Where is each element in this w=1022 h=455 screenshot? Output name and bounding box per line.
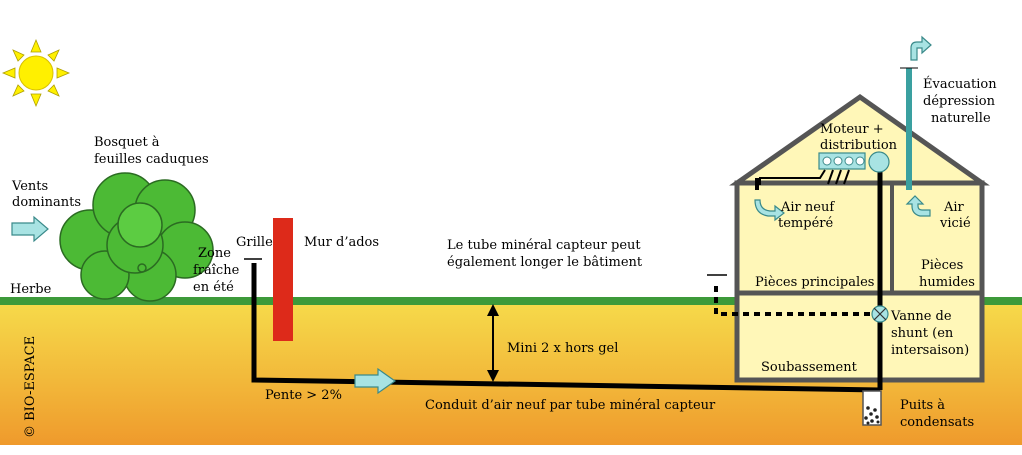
label-pente: Pente > 2% xyxy=(265,388,342,403)
label-moteur-2: distribution xyxy=(820,138,898,153)
label-soubassement: Soubassement xyxy=(761,360,858,375)
label-vanne-3: intersaison) xyxy=(891,343,969,358)
label-conduit: Conduit d’air neuf par tube minéral capt… xyxy=(425,398,716,413)
evac-arrow-icon xyxy=(910,35,932,61)
label-tube-2: également longer le bâtiment xyxy=(447,255,643,270)
air-neuf-arrow-icon xyxy=(754,199,785,222)
label-moteur: Moteur + xyxy=(820,122,884,137)
label-mini: Mini 2 x hors gel xyxy=(507,341,618,356)
label-herbe: Herbe xyxy=(10,282,52,297)
label-vanne-2: shunt (en xyxy=(891,326,954,341)
label-airvicie: Air xyxy=(943,200,965,215)
buried-duct xyxy=(251,263,881,393)
label-airneuf: Air neuf xyxy=(780,200,835,215)
label-vents: Vents xyxy=(11,179,48,194)
label-evac-3: naturelle xyxy=(931,111,991,126)
label-evac: Évacuation xyxy=(923,76,997,92)
label-puits: Puits à xyxy=(900,398,945,413)
grass-strip xyxy=(0,297,1022,305)
label-airneuf-2: tempéré xyxy=(778,216,833,231)
flow-arrow-icon xyxy=(354,367,397,395)
label-airvicie-2: vicié xyxy=(939,216,971,231)
shunt-valve-icon xyxy=(871,305,889,323)
label-zone: Zone xyxy=(198,246,231,261)
label-grille: Grille xyxy=(236,235,273,250)
wind-arrow-icon xyxy=(11,215,49,243)
motor-icon xyxy=(868,151,890,173)
label-puits-2: condensats xyxy=(900,415,974,430)
label-vanne: Vanne de xyxy=(890,309,952,324)
air-vicie-arrow-icon xyxy=(905,195,931,217)
label-bosquet: Bosquet à xyxy=(94,135,160,150)
label-pieces-humides: Pièces xyxy=(921,258,963,273)
label-mur: Mur d’ados xyxy=(304,235,379,250)
label-zone-3: en été xyxy=(193,280,234,295)
label-tube: Le tube minéral capteur peut xyxy=(447,238,641,253)
house-basement xyxy=(734,290,985,383)
label-pieces-humides-2: humides xyxy=(919,275,975,290)
sun-icon xyxy=(1,38,71,108)
label-vents-2: dominants xyxy=(12,195,81,210)
alt-duct-dashed xyxy=(714,286,880,316)
evacuation-pipe xyxy=(906,68,912,190)
label-pieces-principales: Pièces principales xyxy=(755,275,874,290)
distribution-lines xyxy=(759,169,850,185)
house-main xyxy=(734,180,985,296)
label-copyright: © BIO-ESPACE xyxy=(23,336,38,438)
label-bosquet-2: feuilles caduques xyxy=(94,152,209,167)
house-roof xyxy=(729,93,990,186)
bush-icon xyxy=(59,172,214,302)
label-evac-2: dépression xyxy=(923,94,996,109)
condensate-gravel xyxy=(864,406,880,425)
label-zone-2: fraîche xyxy=(193,263,240,278)
mur-dados xyxy=(273,218,293,341)
depth-arrow xyxy=(487,304,499,382)
